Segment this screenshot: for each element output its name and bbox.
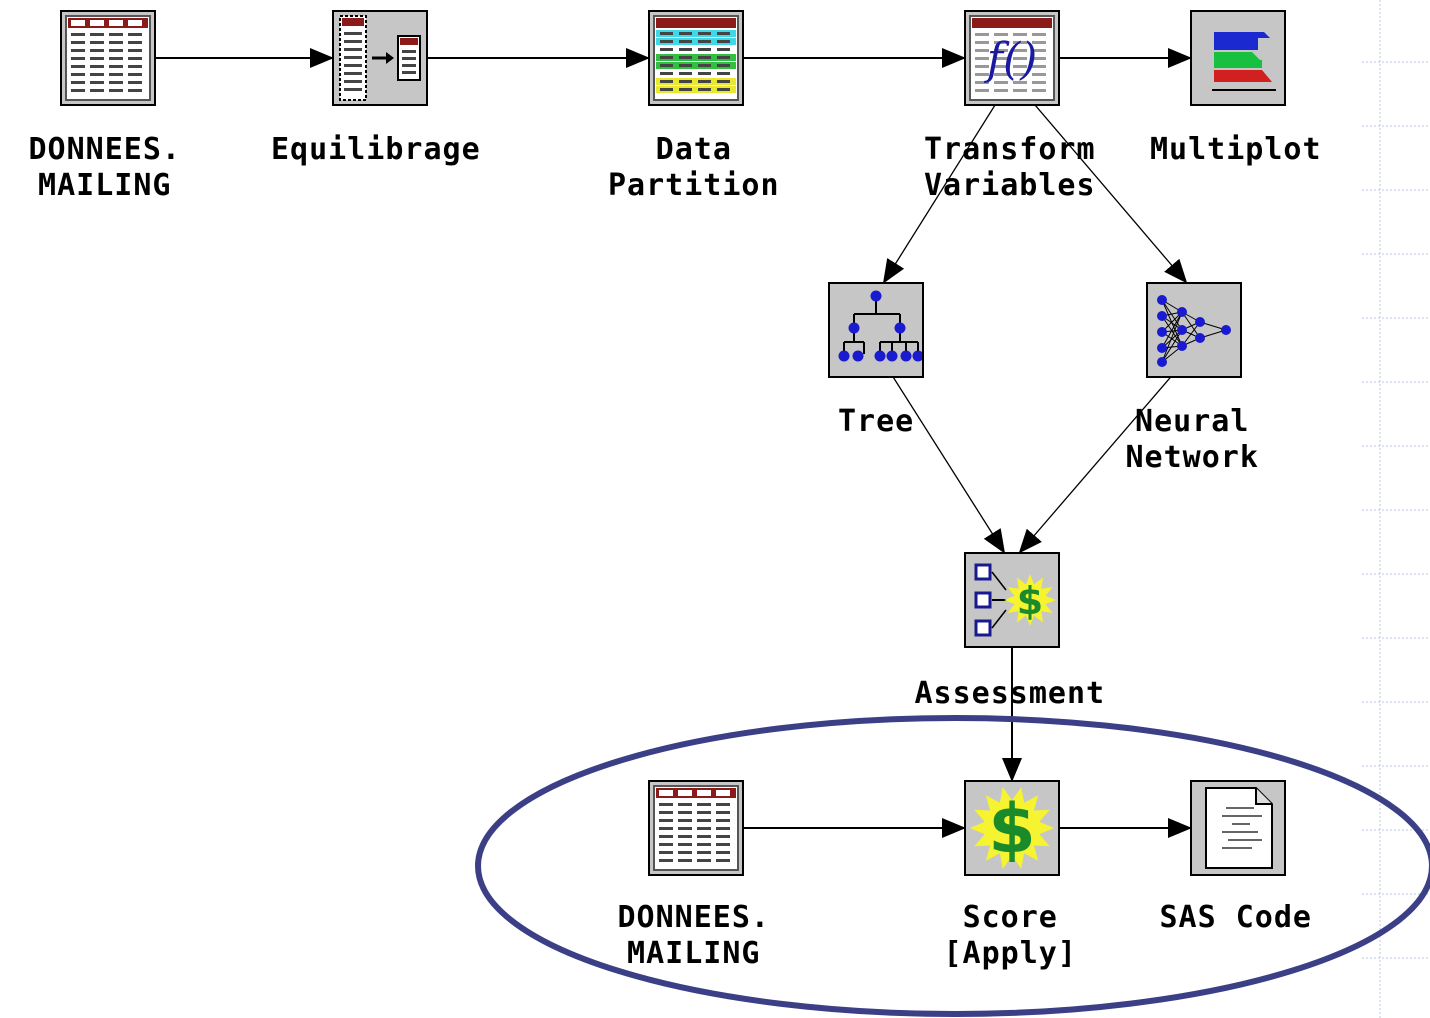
edges: [156, 48, 1195, 838]
decision-tree-icon: [838, 290, 922, 362]
svg-text:f(): f(): [984, 34, 1038, 85]
node-neural[interactable]: [1146, 282, 1242, 378]
neural-network-icon: [1157, 295, 1231, 367]
node-donnees-bottom[interactable]: [648, 780, 744, 876]
node-label-line: Transform: [924, 132, 1096, 167]
node-label-line: SAS Code: [1159, 900, 1312, 935]
node-label-line: Network: [1125, 440, 1259, 475]
data-partition-icon: [653, 15, 739, 101]
node-label-line: Tree: [838, 404, 915, 439]
data-table-icon: [65, 15, 151, 101]
node-label-score: Score[Apply]: [944, 900, 1077, 972]
node-sas-code[interactable]: [1190, 780, 1286, 876]
document-icon: [1205, 787, 1273, 869]
node-label-line: Neural: [1135, 404, 1250, 439]
node-label-line: Variables: [924, 168, 1096, 203]
node-multiplot[interactable]: [1190, 10, 1286, 106]
node-label-assessment: Assessment: [915, 676, 1106, 712]
node-label-line: [Apply]: [943, 936, 1077, 971]
bar-chart-icon: [1212, 32, 1276, 91]
edge-transform-to-neural: [1011, 77, 1188, 284]
node-tree[interactable]: [828, 282, 924, 378]
node-label-line: Score: [962, 900, 1058, 935]
highlight-ellipse: [475, 715, 1430, 1017]
node-label-line: Data: [655, 132, 732, 167]
edge-tree-to-assessment: [875, 349, 1006, 554]
node-label-line: MAILING: [38, 168, 172, 203]
node-transform[interactable]: f(): [964, 10, 1060, 106]
svg-text:$: $: [988, 790, 1035, 869]
edge-transform-to-tree: [882, 77, 1013, 284]
function-icon: f(): [969, 15, 1055, 101]
node-label-equilibrage: Equilibrage: [271, 132, 481, 168]
node-label-line: Assessment: [914, 676, 1106, 711]
node-label-sas-code: SAS Code: [1160, 900, 1313, 936]
node-label-donnees-bottom: DONNEES.MAILING: [618, 900, 771, 972]
node-score[interactable]: $: [964, 780, 1060, 876]
node-label-line: MAILING: [627, 936, 761, 971]
node-label-line: DONNEES.: [28, 132, 181, 167]
node-label-line: Multiplot: [1150, 132, 1322, 167]
assessment-icon: $: [974, 563, 1056, 637]
node-assessment[interactable]: $: [964, 552, 1060, 648]
node-equilibrage[interactable]: [332, 10, 428, 106]
node-data-partition[interactable]: [648, 10, 744, 106]
edge-neural-to-assessment: [1018, 349, 1195, 554]
node-label-line: DONNEES.: [617, 900, 770, 935]
sampling-icon: [339, 15, 421, 101]
node-donnees-top[interactable]: [60, 10, 156, 106]
dollar-icon: $: [970, 787, 1054, 869]
node-label-line: Partition: [608, 168, 780, 203]
node-label-line: Equilibrage: [271, 132, 481, 167]
node-label-multiplot: Multiplot: [1150, 132, 1322, 168]
node-label-tree: Tree: [838, 404, 914, 440]
data-table-icon: [653, 785, 739, 871]
background-grid: [1362, 0, 1430, 1018]
svg-text:$: $: [1017, 579, 1043, 623]
node-label-donnees-top: DONNEES.MAILING: [29, 132, 182, 204]
